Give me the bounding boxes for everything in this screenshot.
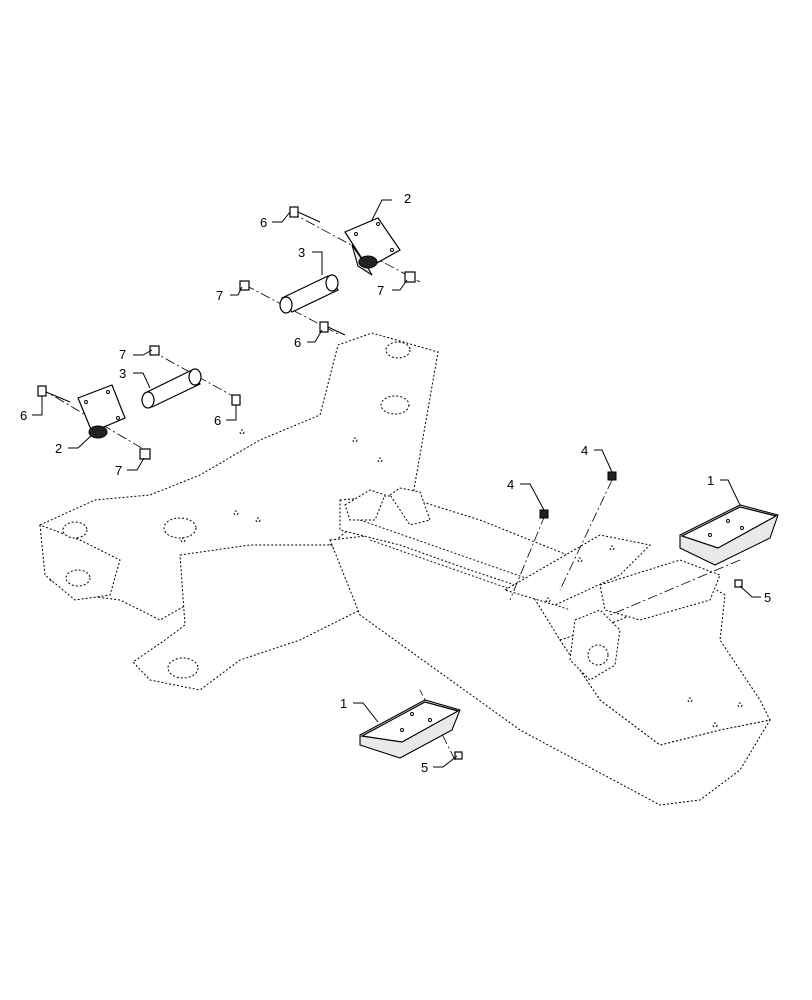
callout-leaders [32, 199, 761, 768]
right-pad-assembly [509, 471, 779, 616]
callout-7: 7 [119, 347, 126, 362]
callout-2: 2 [55, 441, 62, 456]
callout-7: 7 [377, 283, 384, 298]
callout-6: 6 [260, 215, 267, 230]
callout-2: 2 [404, 191, 411, 206]
callout-6: 6 [214, 413, 221, 428]
callout-1: 1 [340, 696, 347, 711]
callout-4: 4 [507, 477, 514, 492]
callout-7: 7 [216, 288, 223, 303]
upper-pin-assembly [239, 206, 421, 336]
callout-3: 3 [119, 366, 126, 381]
callout-7: 7 [115, 463, 122, 478]
lower-pad-assembly [359, 689, 463, 761]
main-frame [39, 332, 772, 806]
callout-4: 4 [581, 443, 588, 458]
callout-labels: 2 6 3 7 7 6 7 3 6 6 2 7 4 4 1 5 1 5 [20, 191, 771, 775]
callout-5: 5 [764, 590, 771, 605]
callout-3: 3 [298, 245, 305, 260]
callout-1: 1 [707, 473, 714, 488]
left-pin-assembly [37, 345, 241, 460]
callout-5: 5 [421, 760, 428, 775]
callout-6: 6 [20, 408, 27, 423]
callout-6: 6 [294, 335, 301, 350]
